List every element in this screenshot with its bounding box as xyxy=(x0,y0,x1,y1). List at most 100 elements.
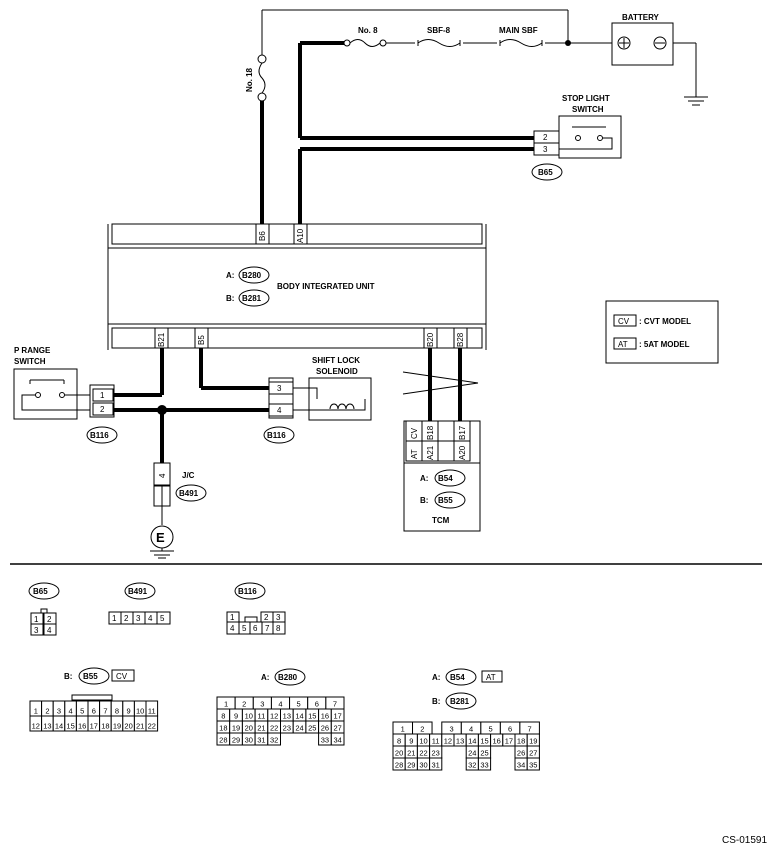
svg-text:B54: B54 xyxy=(450,673,465,682)
svg-text:5: 5 xyxy=(160,614,165,623)
b280-pin: 12 xyxy=(270,712,278,721)
body-integrated-unit: B6 A10 A: B280 B: B281 BODY INTEGRATED U… xyxy=(107,223,487,350)
b281-pin: 3 xyxy=(449,725,453,734)
b280-pin: 33 xyxy=(321,736,329,745)
svg-text:2: 2 xyxy=(100,405,105,414)
svg-text:B6: B6 xyxy=(258,231,267,241)
b281-pin: 31 xyxy=(432,761,440,770)
svg-text:B116: B116 xyxy=(238,587,257,596)
shift-lock-solenoid: 3 4 SHIFT LOCK SOLENOID B116 xyxy=(263,356,372,444)
fuse-sbf8: SBF-8 xyxy=(415,26,463,48)
b281-pin: 19 xyxy=(529,737,537,746)
b281-pin: 15 xyxy=(480,737,488,746)
b281-pin: 17 xyxy=(505,737,513,746)
svg-text:4: 4 xyxy=(47,626,52,635)
tcm: CV AT B18 A21 B17 A20 A: B54 B: B55 TCM xyxy=(403,420,481,532)
fuse-no18: No. 18 xyxy=(245,54,267,224)
b280-badge: B280 xyxy=(242,271,262,280)
shift-lock-label-1: SHIFT LOCK xyxy=(312,356,360,365)
b280-pin: 8 xyxy=(221,712,225,721)
diagram-code: CS-01591 xyxy=(722,835,767,846)
b55-pin: 4 xyxy=(69,707,73,716)
b281-pin: 10 xyxy=(419,737,427,746)
b281-pin: 27 xyxy=(529,749,537,758)
b280-pin: 28 xyxy=(219,736,227,745)
joint-connector: 4 J/C B491 E xyxy=(150,462,207,559)
b281-pin: 8 xyxy=(397,737,401,746)
b280-pin: 20 xyxy=(245,724,253,733)
b55-pin: 22 xyxy=(148,722,156,731)
b280-pin: 5 xyxy=(297,700,301,709)
b281-pin: 26 xyxy=(517,749,525,758)
svg-text:A:: A: xyxy=(261,673,269,682)
svg-text:AT: AT xyxy=(486,673,496,682)
svg-text:B5: B5 xyxy=(197,335,206,345)
stop-light-label-2: SWITCH xyxy=(572,105,604,114)
svg-text:A:: A: xyxy=(226,271,234,280)
svg-text:6: 6 xyxy=(253,624,258,633)
b280-pin: 4 xyxy=(278,700,282,709)
fuse-main-sbf-label: MAIN SBF xyxy=(499,26,538,35)
shift-lock-label-2: SOLENOID xyxy=(316,367,358,376)
svg-text:3: 3 xyxy=(543,145,548,154)
b491-badge: B491 xyxy=(179,489,199,498)
svg-text:3: 3 xyxy=(34,626,39,635)
b281-pin: 1 xyxy=(401,725,405,734)
p-range-label-2: SWITCH xyxy=(14,357,46,366)
b281-pin: 4 xyxy=(469,725,473,734)
b281-pin: 5 xyxy=(489,725,493,734)
b55-pin: 3 xyxy=(57,707,61,716)
b281-pin: 6 xyxy=(508,725,512,734)
b281-pin: 35 xyxy=(529,761,537,770)
b55-pin: 20 xyxy=(124,722,132,731)
b55-badge: B55 xyxy=(438,496,453,505)
svg-text:B281: B281 xyxy=(450,697,470,706)
b280-pin: 21 xyxy=(257,724,265,733)
svg-text:CV: CV xyxy=(618,317,630,326)
b281-pin: 25 xyxy=(480,749,488,758)
b55-pin: 12 xyxy=(32,722,40,731)
svg-text:B18: B18 xyxy=(426,425,435,440)
b55-pin: 14 xyxy=(55,722,63,731)
legend-cvt: : CVT MODEL xyxy=(639,317,691,326)
b55-cell xyxy=(145,715,159,732)
b55-pin: 6 xyxy=(92,707,96,716)
svg-text:1: 1 xyxy=(34,615,39,624)
svg-text:4: 4 xyxy=(158,473,167,478)
b55-pin: 7 xyxy=(103,707,107,716)
b55-pin: 11 xyxy=(148,707,156,716)
tcm-label: TCM xyxy=(432,516,450,525)
fuse-no8-label: No. 8 xyxy=(358,26,378,35)
b280-pin: 26 xyxy=(321,724,329,733)
pinout-b116: B116 1 2 3 4 5 6 7 8 xyxy=(226,582,286,635)
b281-pin: 21 xyxy=(407,749,415,758)
svg-text:B28: B28 xyxy=(456,332,465,347)
svg-text:4: 4 xyxy=(277,406,282,415)
b280-pin: 24 xyxy=(295,724,303,733)
stop-light-wiring xyxy=(298,43,534,224)
b280-pin: 22 xyxy=(270,724,278,733)
stop-light-label-1: STOP LIGHT xyxy=(562,94,610,103)
svg-text:8: 8 xyxy=(276,624,281,633)
b55-pin: 21 xyxy=(136,722,144,731)
svg-text:AT: AT xyxy=(410,449,419,459)
b55-pin: 2 xyxy=(45,707,49,716)
svg-text:A21: A21 xyxy=(426,445,435,460)
svg-text:CV: CV xyxy=(410,427,419,439)
svg-text:B55: B55 xyxy=(83,672,98,681)
b280-pin: 15 xyxy=(308,712,316,721)
b280-pin: 16 xyxy=(321,712,329,721)
b280-cell xyxy=(267,732,281,746)
b281-cell xyxy=(526,757,540,771)
b281-pin: 18 xyxy=(517,737,525,746)
b281-pin: 33 xyxy=(480,761,488,770)
b280-pin: 2 xyxy=(242,700,246,709)
svg-text:A20: A20 xyxy=(458,445,467,460)
b280-pin: 23 xyxy=(283,724,291,733)
b280-pin: 31 xyxy=(257,736,265,745)
b280-pin: 29 xyxy=(232,736,240,745)
b281-pin: 7 xyxy=(528,725,532,734)
